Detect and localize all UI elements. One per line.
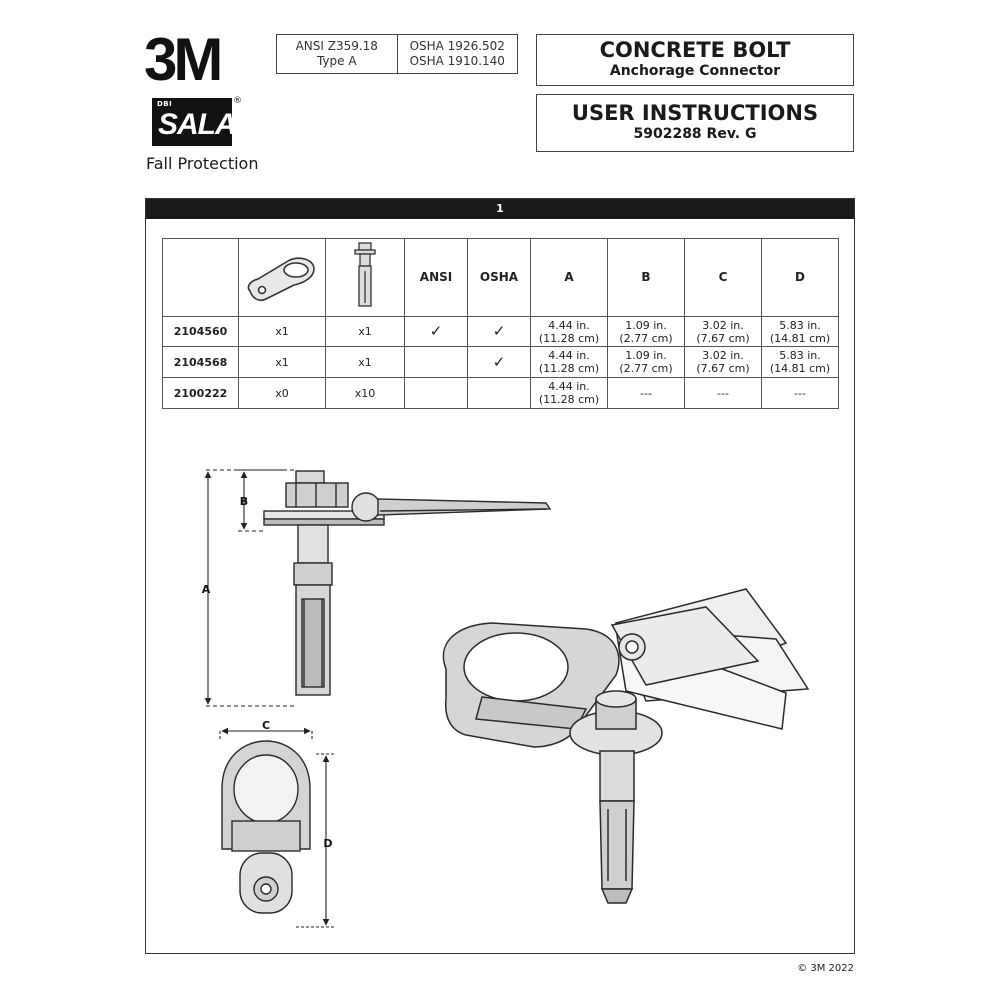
ansi-check: ✓ xyxy=(404,316,468,347)
blank-header xyxy=(162,238,239,317)
dim-label-b: B xyxy=(240,495,248,508)
dim-d-in: 5.83 in. xyxy=(779,318,821,332)
side-view-drawing xyxy=(263,470,552,696)
dim-d-cm: (14.81 cm) xyxy=(769,362,831,375)
concrete-bolt-icon xyxy=(354,242,376,307)
dbi-text: DBI xyxy=(157,100,173,108)
dim-b: 1.09 in.(2.77 cm) xyxy=(607,316,685,347)
section-number: 1 xyxy=(146,199,854,219)
dim-label-a: A xyxy=(202,583,211,596)
plate-qty: x1 xyxy=(238,346,326,378)
osha-line1: OSHA 1926.502 xyxy=(409,39,505,53)
dim-c: --- xyxy=(684,377,762,409)
doc-number: 5902288 Rev. G xyxy=(633,126,757,142)
dim-d-cm: (14.81 cm) xyxy=(769,331,831,345)
dim-b-in: 1.09 in. xyxy=(625,318,667,332)
ansi-line1: ANSI Z359.18 xyxy=(295,39,378,53)
bolt-qty: x1 xyxy=(325,346,405,378)
doc-title: USER INSTRUCTIONS xyxy=(571,101,819,125)
osha-check: ✓ xyxy=(467,316,531,347)
dim-a-in: 4.44 in. xyxy=(548,349,590,362)
bolt-header xyxy=(325,238,405,317)
ansi-standard: ANSI Z359.18 Type A xyxy=(277,35,398,73)
dim-label-d: D xyxy=(323,837,332,850)
doc-title-box: USER INSTRUCTIONS 5902288 Rev. G xyxy=(536,94,854,152)
dim-a-cm: (11.28 cm) xyxy=(538,362,600,375)
dim-d: --- xyxy=(761,377,839,409)
ansi-line2: Type A xyxy=(316,54,357,68)
dim-c: 3.02 in.(7.67 cm) xyxy=(684,316,762,347)
osha-standard: OSHA 1926.502 OSHA 1910.140 xyxy=(398,35,518,73)
dim-c-cm: (7.67 cm) xyxy=(696,362,750,375)
part-number: 2104568 xyxy=(162,346,239,378)
dim-a-in: 4.44 in. xyxy=(548,318,590,332)
product-subtitle: Anchorage Connector xyxy=(609,63,781,79)
part-number: 2100222 xyxy=(162,377,239,409)
copyright: © 3M 2022 xyxy=(797,963,854,974)
dim-d: 5.83 in.(14.81 cm) xyxy=(761,346,839,378)
bolt-qty: x1 xyxy=(325,316,405,347)
osha-header: OSHA xyxy=(467,238,531,317)
osha-check: ✓ xyxy=(467,346,531,378)
ansi-header: ANSI xyxy=(404,238,468,317)
dim-b-cm: (2.77 cm) xyxy=(619,331,673,345)
table-header-row: ANSI OSHA A B C D xyxy=(162,238,839,317)
registered-mark: ® xyxy=(233,96,242,106)
osha-line2: OSHA 1910.140 xyxy=(409,54,505,68)
dim-a-cm: (11.28 cm) xyxy=(538,331,600,345)
standards-box: ANSI Z359.18 Type A OSHA 1926.502 OSHA 1… xyxy=(276,34,518,74)
top-view-drawing xyxy=(221,740,311,914)
dim-b: --- xyxy=(607,377,685,409)
dim-d: 5.83 in.(14.81 cm) xyxy=(761,316,839,347)
division-name: Fall Protection xyxy=(146,154,259,173)
dim-b-header: B xyxy=(607,238,685,317)
dim-c-in: 3.02 in. xyxy=(702,349,744,362)
dim-label-c: C xyxy=(262,719,270,732)
spec-table: ANSI OSHA A B C D 2104560 x1 x1 ✓ ✓ 4.44… xyxy=(162,238,839,409)
sala-text: SALA xyxy=(158,108,237,141)
ansi-check xyxy=(404,377,468,409)
dim-a-header: A xyxy=(530,238,608,317)
part-number: 2104560 xyxy=(162,316,239,347)
dim-a-in: 4.44 in. xyxy=(548,380,590,393)
bolt-qty: x10 xyxy=(325,377,405,409)
plate-qty: x1 xyxy=(238,316,326,347)
product-title-box: CONCRETE BOLT Anchorage Connector xyxy=(536,34,854,86)
table-row: 2104560 x1 x1 ✓ ✓ 4.44 in.(11.28 cm) 1.0… xyxy=(162,316,839,347)
dim-c: 3.02 in.(7.67 cm) xyxy=(684,346,762,378)
plate-header xyxy=(238,238,326,317)
dim-d-in: 5.83 in. xyxy=(779,349,821,362)
anchor-illustration: A B C D xyxy=(202,469,810,928)
dim-c-header: C xyxy=(684,238,762,317)
3m-logo: 3M xyxy=(144,26,223,93)
dim-c-in: 3.02 in. xyxy=(702,318,744,332)
section-1: 1 xyxy=(145,198,855,954)
table-row: 2104568 x1 x1 ✓ 4.44 in.(11.28 cm) 1.09 … xyxy=(162,346,839,378)
dim-c-cm: (7.67 cm) xyxy=(696,331,750,345)
anchor-plate-icon xyxy=(247,257,315,302)
table-row: 2100222 x0 x10 4.44 in.(11.28 cm) --- --… xyxy=(162,377,839,409)
plate-qty: x0 xyxy=(238,377,326,409)
dim-b: 1.09 in.(2.77 cm) xyxy=(607,346,685,378)
dim-a: 4.44 in.(11.28 cm) xyxy=(530,377,608,409)
dim-b-cm: (2.77 cm) xyxy=(619,362,673,375)
dim-b-in: 1.09 in. xyxy=(625,349,667,362)
dim-a: 4.44 in.(11.28 cm) xyxy=(530,316,608,347)
dbi-sala-logo: DBI SALA xyxy=(152,98,237,146)
dim-a-cm: (11.28 cm) xyxy=(538,393,600,406)
dim-d-header: D xyxy=(761,238,839,317)
isometric-anchor-drawing xyxy=(442,588,810,904)
product-title: CONCRETE BOLT xyxy=(599,38,791,62)
dim-a: 4.44 in.(11.28 cm) xyxy=(530,346,608,378)
ansi-check xyxy=(404,346,468,378)
osha-check xyxy=(467,377,531,409)
